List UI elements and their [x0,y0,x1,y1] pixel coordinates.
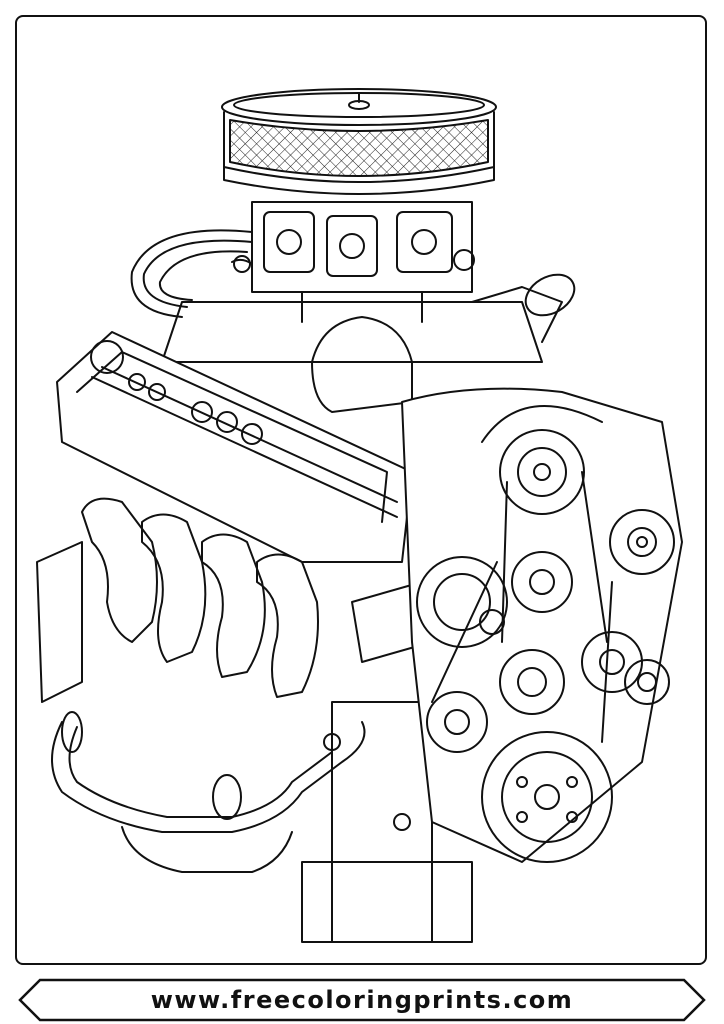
website-url: www.freecoloringprints.com [150,986,574,1014]
illustration-frame [15,15,707,965]
intake-manifold [161,273,576,413]
footer-banner-shape [18,978,706,1022]
pulley-system [401,387,683,863]
exhaust-headers [51,497,366,873]
fuel-lines [130,229,253,318]
engine-line-art-icon [36,88,683,943]
carburetors [231,201,475,323]
engine-block [36,541,473,943]
footer-banner: www.freecoloringprints.com [18,978,706,1022]
valve-cover [56,331,413,563]
air-cleaner [221,88,497,195]
